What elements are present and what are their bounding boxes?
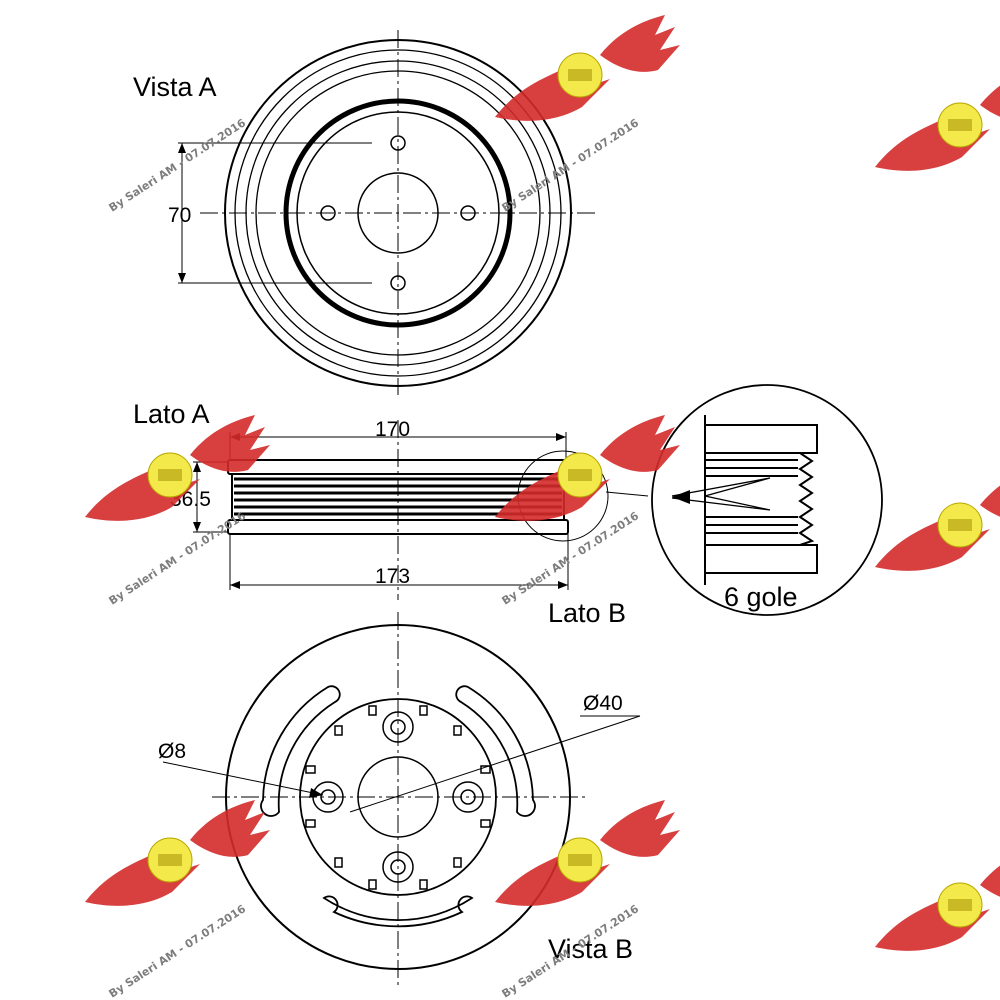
groove-detail — [651, 384, 883, 616]
watermark-logos — [84, 14, 1000, 952]
vista-b-view — [162, 612, 641, 985]
vista-a-label: Vista A — [133, 72, 217, 102]
watermark-text: By Saleri AM - 07.07.2016 — [107, 116, 249, 214]
vista-b-label: Vista B — [548, 934, 633, 964]
lato-a-label: Lato A — [133, 399, 210, 429]
watermark-text: By Saleri AM - 07.07.2016 — [107, 509, 249, 607]
grooves-label: 6 gole — [724, 582, 798, 612]
side-view — [193, 420, 649, 600]
hub-diameter-label: Ø40 — [583, 692, 623, 715]
hole-diameter-label: Ø8 — [158, 740, 186, 763]
dimension-173-label: 173 — [375, 565, 410, 588]
dimension-170-label: 170 — [375, 418, 410, 441]
vista-a-view — [178, 30, 598, 395]
watermark-text: By Saleri AM - 07.07.2016 — [500, 509, 642, 607]
dimension-70-label: 70 — [168, 204, 191, 227]
lato-b-label: Lato B — [548, 598, 626, 628]
watermark-text: By Saleri AM - 07.07.2016 — [107, 902, 249, 1000]
